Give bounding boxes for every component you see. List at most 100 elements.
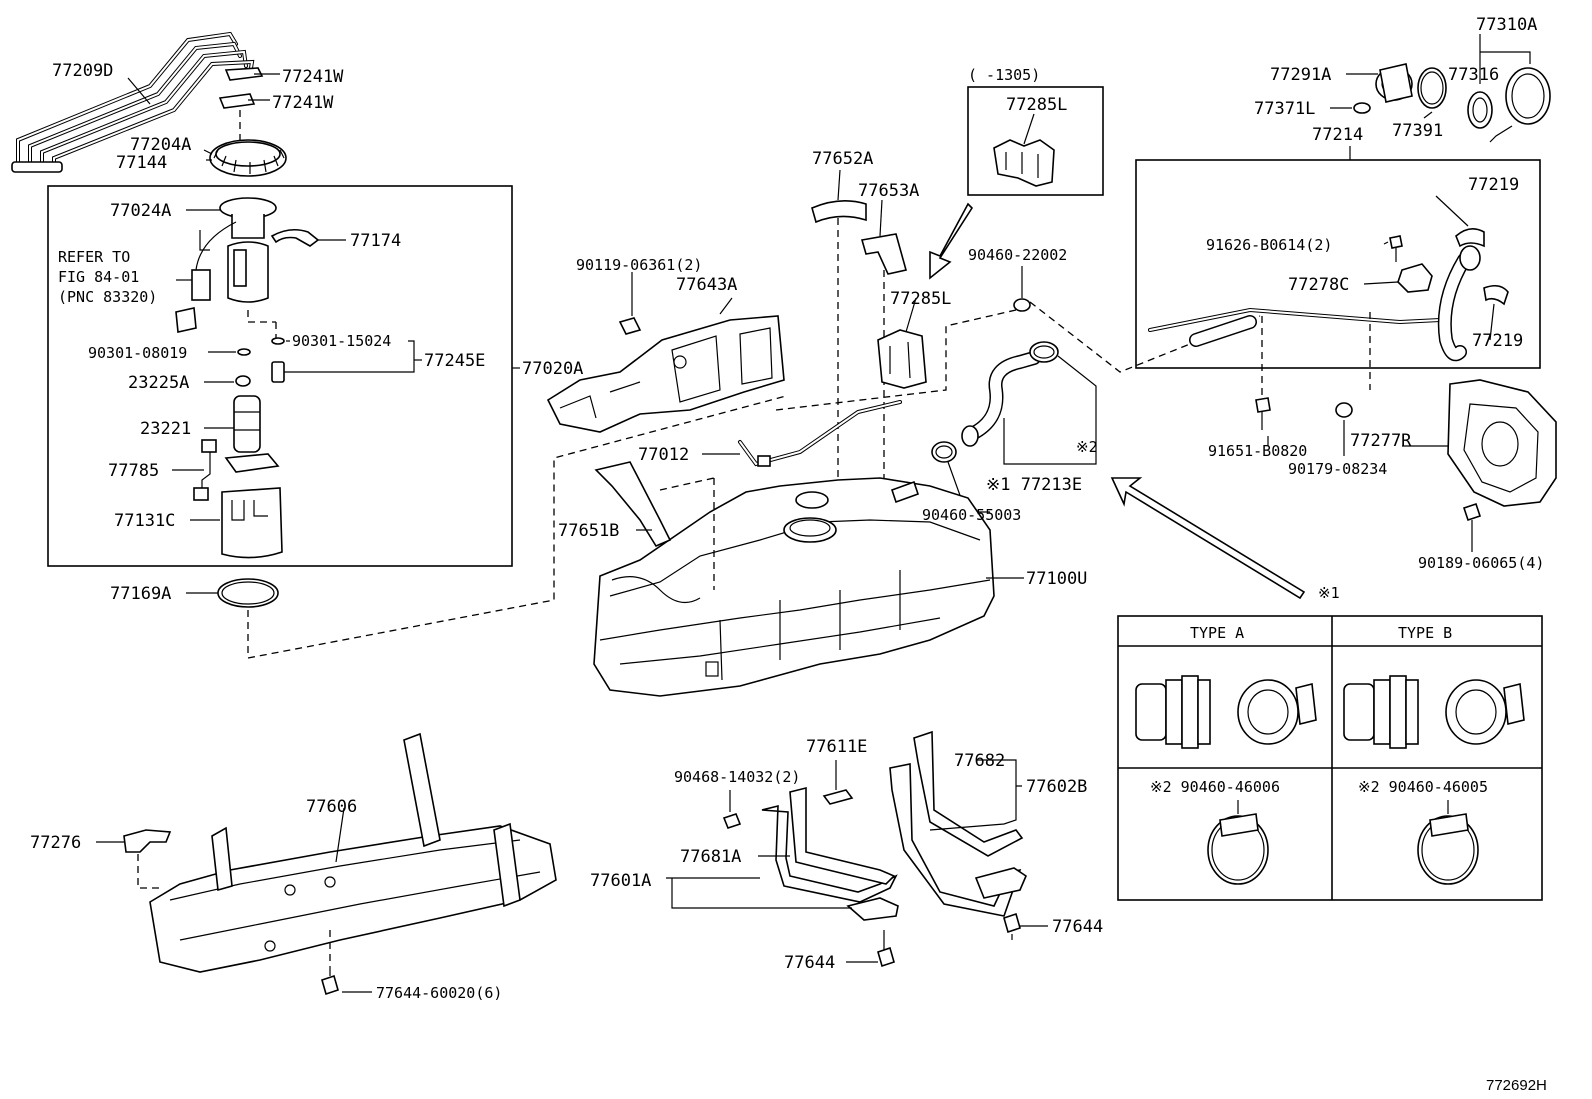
label-77601A: 77601A	[590, 871, 651, 891]
label-90179-08234: 90179-08234	[1288, 460, 1387, 478]
label-77602B: 77602B	[1026, 777, 1087, 797]
strap-77653A	[860, 233, 907, 275]
label-77785: 77785	[108, 461, 159, 481]
label-90189-06065: 90189-06065(4)	[1418, 554, 1544, 572]
label-77276: 77276	[30, 833, 81, 853]
label-77644-b: 77644	[1052, 917, 1103, 937]
clip-77174	[270, 228, 320, 247]
label-77144: 77144	[116, 153, 167, 173]
clamp-90460-46005	[1417, 800, 1479, 885]
label-77131C: 77131C	[114, 511, 175, 531]
fuel-pump-sender-77024A	[175, 197, 277, 333]
label-mark-1: ※1	[1318, 584, 1340, 602]
retainer-77241W-lower	[218, 93, 256, 109]
clamp-77219-upper	[1455, 228, 1485, 248]
label-refer-3: (PNC 83320)	[58, 288, 157, 306]
label-77644-60020: 77644-60020(6)	[376, 984, 502, 1002]
label-77371L: 77371L	[1254, 99, 1315, 119]
label-90301-08019: 90301-08019	[88, 344, 187, 362]
label-77611E: 77611E	[806, 737, 867, 757]
label-77653A: 77653A	[858, 181, 919, 201]
under-protector-77606	[149, 732, 557, 973]
label-77012: 77012	[638, 445, 689, 465]
label-77204A: 77204A	[130, 135, 191, 155]
label-77174: 77174	[350, 231, 401, 251]
label-77682: 77682	[954, 751, 1005, 771]
nut-90179	[1335, 402, 1353, 418]
label-type-b: TYPE B	[1398, 624, 1452, 642]
label-77245E: 77245E	[424, 351, 485, 371]
clamp-90460-22002	[1013, 298, 1031, 312]
filler-hose-77213E	[961, 341, 1059, 447]
label-77291A: 77291A	[1270, 65, 1331, 85]
filler-pipe-box	[1135, 159, 1541, 369]
label-90460-22002: 90460-22002	[968, 246, 1067, 264]
bolt-90119	[618, 317, 642, 335]
label-91651-B0820: 91651-B0820	[1208, 442, 1307, 460]
o-ring-90301-08019	[237, 348, 251, 356]
bolt-91626	[1389, 235, 1403, 249]
strap-77681A	[761, 786, 898, 903]
label-77024A: 77024A	[110, 201, 171, 221]
fuel-tank-77100U	[593, 477, 995, 697]
label-77285L-inset: 77285L	[1006, 95, 1067, 115]
label-23225A: 23225A	[128, 373, 189, 393]
label-77652A: 77652A	[812, 149, 873, 169]
strap-77652A	[811, 200, 867, 224]
label-77278C: 77278C	[1288, 275, 1349, 295]
type-a-hose-end	[1135, 675, 1317, 749]
retainer-77241W-upper	[224, 67, 264, 81]
bolt-77611E	[822, 789, 854, 805]
filler-housing-77277R	[1447, 379, 1557, 507]
screw-90189	[1462, 502, 1482, 522]
label-90460-55003: 90460-55003	[922, 506, 1021, 524]
label-1305: ( -1305)	[968, 66, 1040, 84]
label-77219-b: 77219	[1472, 331, 1523, 351]
clamp-90460-55003	[931, 441, 957, 463]
label-77169A: 77169A	[110, 584, 171, 604]
label-77219-a: 77219	[1468, 175, 1519, 195]
bolt-77644-right	[1003, 912, 1021, 934]
type-b-hose-end	[1343, 675, 1525, 749]
fuel-pump-23221	[224, 395, 280, 473]
clamp-77285L-inset	[993, 139, 1055, 187]
label-77285L: 77285L	[890, 289, 951, 309]
label-mark-2: ※2	[1076, 438, 1098, 456]
label-77209D: 77209D	[52, 61, 113, 81]
inset-arrow	[929, 202, 974, 280]
label-type-a: TYPE A	[1190, 624, 1244, 642]
label-refer-2: FIG 84-01	[58, 268, 139, 286]
bolt-90468	[722, 813, 742, 829]
ring-77391	[1417, 67, 1447, 109]
wire-77785	[193, 439, 217, 501]
label-77241W-a: 77241W	[282, 67, 344, 87]
suction-plate-77131C	[221, 487, 283, 559]
label-23221: 23221	[140, 419, 191, 439]
label-77100U: 77100U	[1026, 569, 1087, 589]
figure-code: 772692H	[1486, 1077, 1547, 1094]
label-clamp-90460-46006: ※2 90460-46006	[1150, 778, 1280, 796]
protector-77643A	[546, 315, 785, 433]
label-77241W-b: 77241W	[272, 93, 334, 113]
fuel-tube-77209D	[11, 31, 255, 173]
clamp-77285L	[877, 329, 927, 389]
filler-neck-77291A	[1375, 63, 1413, 103]
reference-arrow-1	[1110, 477, 1306, 600]
label-77606: 77606	[306, 797, 357, 817]
pump-assembly-box	[47, 185, 513, 567]
ring-77371L	[1353, 102, 1371, 114]
filler-pipe-77214	[1148, 245, 1481, 362]
filter-77245E	[271, 361, 285, 383]
clamp-77219-lower	[1483, 284, 1509, 306]
label-77643A: 77643A	[676, 275, 737, 295]
label-77681A: 77681A	[680, 847, 741, 867]
gasket-77169A	[217, 578, 279, 608]
label-77391: 77391	[1392, 121, 1443, 141]
cushion-23225A	[235, 375, 251, 387]
bolt-77644-left	[877, 946, 895, 968]
gasket-77316	[1467, 91, 1493, 129]
type-table	[1117, 615, 1543, 901]
strap-77651B	[594, 461, 672, 548]
label-77651B: 77651B	[558, 521, 619, 541]
label-90301-15024: 90301-15024	[292, 332, 391, 350]
